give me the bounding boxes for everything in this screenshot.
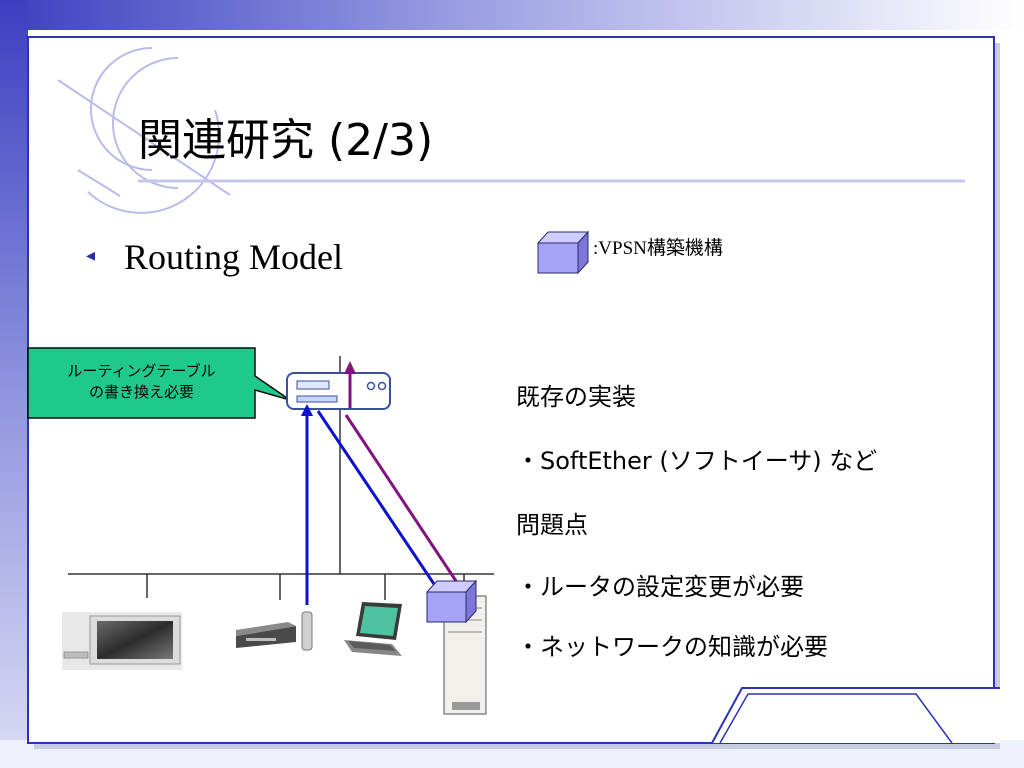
item-network-knowledge: ・ネットワークの知識が必要: [516, 633, 828, 661]
legend-label: :VPSN構築機構: [593, 238, 723, 259]
heading-problems: 問題点: [516, 511, 588, 539]
callout-box: [27, 347, 291, 419]
blue-route-lines: [301, 404, 438, 605]
bullet-routing-model: Routing Model: [124, 237, 344, 277]
callout-text: ルーティングテーブル の書き換え必要: [67, 362, 216, 401]
vpsn-cube-icon: [425, 579, 478, 624]
video-recorder-icon: [236, 611, 313, 651]
decorative-swirl: [57, 47, 231, 214]
bullet-icon: ◂: [86, 245, 96, 266]
tv-icon: [62, 612, 182, 670]
heading-existing-implementation: 既存の実装: [516, 383, 636, 411]
frame-corner-decoration: [711, 687, 1000, 744]
item-router-config: ・ルータの設定変更が必要: [516, 573, 804, 601]
laptop-icon: [344, 602, 402, 656]
legend-vpsn-cube-icon: [536, 230, 590, 275]
purple-route-line: [344, 361, 460, 585]
router-icon: [286, 372, 391, 410]
slide-title: 関連研究 (2/3): [138, 115, 434, 166]
item-softether: ・SoftEther (ソフトイーサ) など: [516, 447, 878, 475]
